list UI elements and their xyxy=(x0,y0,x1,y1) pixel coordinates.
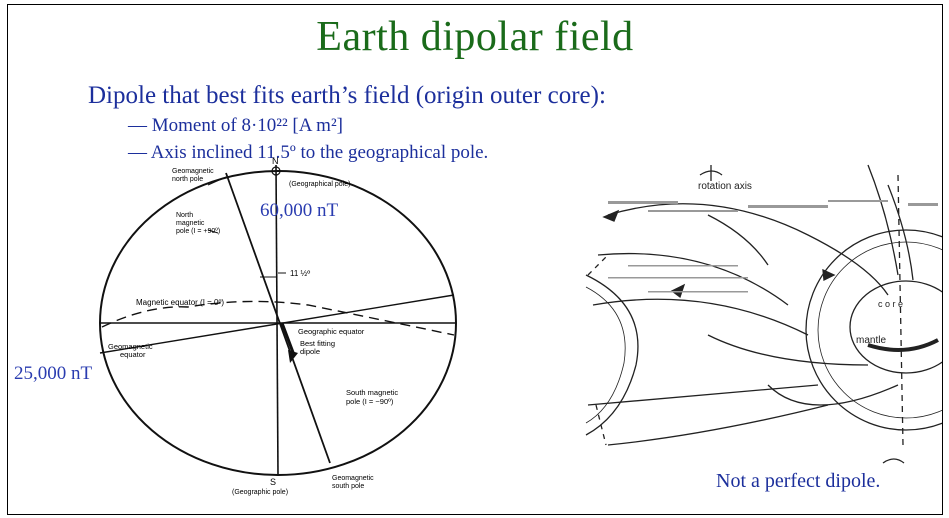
field-line-9 xyxy=(767,384,899,406)
left-earth-arc xyxy=(585,274,639,436)
label-s: S xyxy=(270,477,276,487)
mantle-circle xyxy=(805,229,942,431)
slide-subtitle: Dipole that best fits earth’s field (ori… xyxy=(88,82,606,109)
label-n: N xyxy=(272,156,279,166)
rotation-bottom-symbol xyxy=(882,458,905,464)
rotation-axis-line xyxy=(897,174,904,446)
label-geomag-south-1: Geomagnetic xyxy=(332,475,374,482)
slide-title: Earth dipolar field xyxy=(316,14,634,60)
field-line-1 xyxy=(607,203,889,296)
dipole-arrowhead xyxy=(288,350,298,363)
label-geographic-equator: Geographic equator xyxy=(298,327,365,336)
pointer-north-magnetic xyxy=(207,229,219,234)
label-60000-nt: 60,000 nT xyxy=(260,200,339,221)
label-geographical-pole-top: (Geographical pole) xyxy=(289,181,350,188)
dipole-arrow xyxy=(280,322,296,356)
geographic-axis xyxy=(275,164,279,476)
label-geomag-south-2: south pole xyxy=(332,483,364,490)
dash-left-1 xyxy=(587,254,609,276)
label-best-fitting-1: Best fitting xyxy=(300,339,335,348)
caption: Not a perfect dipole. xyxy=(716,470,881,492)
dash-left-2 xyxy=(595,404,607,446)
label-rotation-axis: rotation axis xyxy=(698,181,752,192)
label-core: c o r e xyxy=(878,299,903,309)
label-north-magnetic-3: pole (I = +90º) xyxy=(176,228,220,235)
pointer-geomag-north xyxy=(207,176,227,186)
field-line-4 xyxy=(587,384,819,406)
mantle-inner-circle xyxy=(817,241,942,419)
field-line-3 xyxy=(592,298,809,336)
field-line-2 xyxy=(597,252,789,306)
label-geographic-pole-bottom: (Geographic pole) xyxy=(232,489,288,496)
rotation-symbol xyxy=(271,166,281,176)
arrow-3 xyxy=(822,268,836,282)
bullet-moment: — Moment of 8·10²² [A m²] xyxy=(128,115,343,136)
magnetic-axis xyxy=(225,172,331,464)
label-angle: 11 ½º xyxy=(290,269,310,278)
label-north-magnetic-2: magnetic xyxy=(176,220,205,227)
label-mantle: mantle xyxy=(856,335,886,346)
magnetic-equator-curve xyxy=(101,300,455,336)
label-magnetic-equator: Magnetic equator (I = 0º) xyxy=(136,298,224,307)
label-geomag-north-2: north pole xyxy=(172,176,203,183)
label-south-magnetic-1: South magnetic xyxy=(346,388,398,397)
field-line-10 xyxy=(707,334,869,366)
arrow-1 xyxy=(602,209,620,222)
label-south-magnetic-2: pole (I = −90º) xyxy=(346,397,394,406)
label-geomag-equator-2: equator xyxy=(120,350,146,359)
label-geomag-north-1: Geomagnetic xyxy=(172,168,214,175)
field-line-6 xyxy=(707,214,769,266)
field-line-8 xyxy=(887,184,914,281)
noise-texture xyxy=(608,200,938,293)
label-25000-nt: 25,000 nT xyxy=(14,363,93,384)
core-ellipse xyxy=(849,280,942,374)
field-lines-diagram xyxy=(585,164,942,464)
field-line-7 xyxy=(867,164,899,276)
label-best-fitting-2: dipole xyxy=(300,347,320,356)
label-north-magnetic-1: North xyxy=(176,212,193,219)
core-flow-arrow xyxy=(867,338,939,352)
label-geomag-equator-1: Geomagnetic xyxy=(108,342,153,351)
slide: Earth dipolar field Dipole that best fit… xyxy=(7,4,943,515)
geomagnetic-equator-line xyxy=(99,294,455,354)
bullet-axis: — Axis inclined 11.5º to the geographica… xyxy=(128,142,489,163)
field-line-5 xyxy=(607,404,829,446)
dipole-field-diagram: N Geomagnetic north pole (Geographical p… xyxy=(99,156,942,496)
